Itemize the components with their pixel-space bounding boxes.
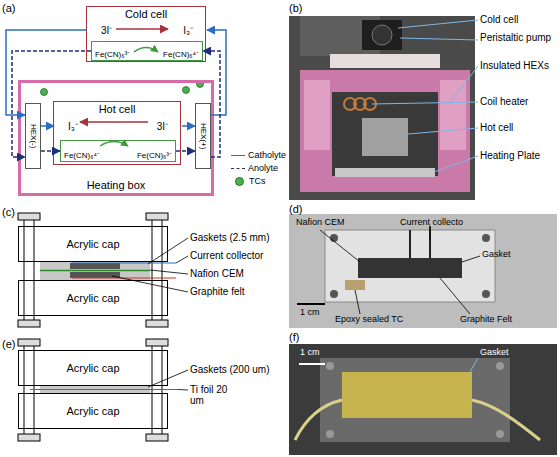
node-label: HEX(+) (199, 123, 208, 149)
leader-lines (320, 230, 480, 314)
cell-box: Hot cellI₃⁻ 3I⁻ Fe(CN)₆⁴⁻ Fe(CN)₆³⁻ (53, 101, 181, 165)
node-label: Cold cell (87, 8, 205, 20)
catholyte-line (182, 125, 195, 127)
callout-label: Epoxy sealed TC (335, 315, 403, 325)
callout-label: Nafion CEM (190, 268, 244, 279)
species-label: I₃⁻ (68, 121, 78, 132)
callout-label: Peristaltic pump (480, 32, 558, 43)
species-label: Fe(CN)₆³⁻ (137, 152, 172, 161)
callout-label: Gasket (480, 348, 509, 358)
panel-letter: (d) (289, 203, 302, 215)
acrylic-cap: Acrylic cap (18, 280, 168, 316)
callout-label: Heating Plate (480, 150, 558, 161)
node-label: Acrylic cap (66, 238, 119, 250)
callout-label: Graphite felt (190, 286, 244, 297)
panel-letter: (b) (289, 2, 302, 14)
cell-layers (40, 262, 176, 280)
anolyte-line (176, 150, 195, 152)
photo-setup (289, 16, 475, 200)
node-label: Heating box (21, 179, 211, 191)
reaction-row: 3I⁻ I₃⁻ (87, 21, 207, 39)
reaction-box: Fe(CN)₆³⁻ Fe(CN)₆⁴⁻ (91, 41, 203, 61)
node-label: Acrylic cap (66, 405, 119, 417)
photo-cell (289, 344, 557, 455)
legend-label: Anolyte (248, 163, 278, 173)
callout-label: Current collector (190, 250, 263, 261)
catholyte-line (207, 30, 226, 115)
legend-sample (231, 168, 245, 169)
callout-label: Gasket (482, 250, 511, 260)
legend-label: TCs (249, 176, 266, 186)
species-label: Fe(CN)₆³⁻ (95, 51, 130, 60)
cell-box: Cold cell 3I⁻ I₃⁻ Fe(CN)₆³⁻ Fe(CN)₆⁴⁻ (86, 6, 206, 62)
reaction-row: I₃⁻ 3I⁻ (54, 118, 182, 134)
leader-lines (148, 370, 188, 390)
acrylic-cap: Acrylic cap (18, 226, 168, 262)
legend-sample (231, 155, 245, 156)
bolt-assembly (18, 213, 168, 327)
anolyte-line (203, 51, 220, 157)
species-label: I₃⁻ (183, 25, 193, 36)
callout-label: Graphite Felt (460, 315, 512, 325)
photo-cell (289, 214, 557, 328)
callout-label: Current collecto (400, 218, 463, 228)
legend-sample (235, 177, 244, 186)
anolyte-line (41, 150, 60, 152)
panel-letter: (e) (2, 338, 15, 350)
callout-label: Cold cell (480, 14, 558, 25)
acrylic-cap: Acrylic cap (18, 393, 168, 429)
catholyte-line (6, 30, 87, 115)
legend-row: Catholyte (231, 150, 286, 160)
legend-label: Catholyte (248, 150, 286, 160)
heating-box: Heating boxHot cellI₃⁻3I⁻Fe(CN)₆⁴⁻Fe(CN)… (18, 80, 214, 196)
callout-label: Hot cell (480, 122, 558, 133)
species-label: Fe(CN)₆⁴⁻ (64, 152, 100, 161)
heat-exchanger: HEX(+) (195, 103, 211, 169)
species-label: 3I⁻ (157, 121, 168, 132)
acrylic-cap: Acrylic cap (18, 350, 168, 386)
cell-layers (30, 386, 178, 393)
legend-row: TCs (231, 176, 266, 186)
callout-label: Coil heater (480, 96, 558, 107)
reaction-arrows (80, 29, 168, 146)
callout-label: Gaskets (200 um) (190, 364, 269, 375)
anolyte-line (12, 51, 91, 157)
leader-lines (112, 238, 188, 292)
callout-label: Nafion CEM (296, 218, 345, 228)
leader-lines (372, 20, 478, 172)
reaction-box: Fe(CN)₆⁴⁻ Fe(CN)₆³⁻ (60, 140, 176, 162)
species-label: Fe(CN)₆⁴⁻ (163, 51, 199, 60)
callout-label: Gaskets (2.5 mm) (190, 232, 269, 243)
scale-label: 1 cm (300, 308, 320, 318)
node-label: HEX(-) (29, 124, 38, 148)
scale-label: 1 cm (300, 348, 320, 358)
legend-row: Anolyte (231, 163, 278, 173)
node-label: Acrylic cap (66, 292, 119, 304)
callout-label: Insulated HEXs (480, 60, 558, 71)
panel-letter: (c) (2, 206, 15, 218)
heat-exchanger: HEX(-) (25, 103, 41, 169)
node-label: Acrylic cap (66, 362, 119, 374)
node-label: Hot cell (54, 103, 180, 115)
species-label: 3I⁻ (101, 25, 112, 36)
panel-letter: (a) (2, 2, 15, 14)
catholyte-line (41, 125, 54, 127)
panel-letter: (f) (289, 331, 299, 343)
callout-label: Ti foil 20 um (190, 384, 235, 406)
leader-lines (470, 358, 478, 372)
